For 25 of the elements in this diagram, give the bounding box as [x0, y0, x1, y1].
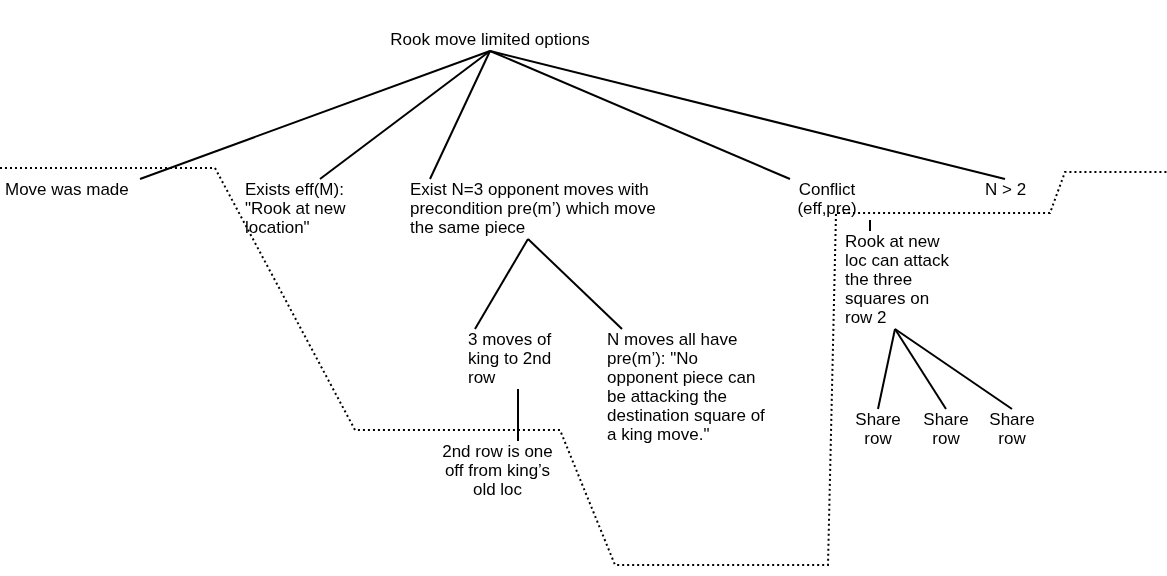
connector-line [474, 238, 529, 330]
connector-line [517, 388, 519, 442]
connector-line [527, 238, 623, 330]
connector-line [877, 328, 896, 410]
connector-line [489, 50, 791, 180]
node-text: 2nd row is one off from king’s old loc [441, 442, 554, 499]
node-text: Move was made [5, 180, 130, 199]
node-text: Conflict (eff,pre) [796, 180, 858, 218]
node-text: Exist N=3 opponent moves with precondition pre(m’) which move the same piece [410, 180, 657, 237]
connector-line [894, 328, 1013, 410]
connector-line [319, 50, 491, 180]
connector-line [489, 50, 1006, 180]
connector-line [869, 219, 871, 232]
node-text: 3 moves of king to 2nd row [468, 330, 553, 387]
node-text: Rook at new loc can attack the three squares on row 2 [845, 232, 950, 327]
node-text: Share row [854, 410, 902, 448]
connector-line [429, 50, 491, 180]
connector-line [894, 328, 947, 410]
node-text: Rook move limited options [389, 30, 591, 49]
node-text: Exists eff(M): "Rook at new location" [245, 180, 347, 237]
node-text: Share row [922, 410, 970, 448]
node-text: N > 2 [985, 180, 1028, 199]
node-text: N moves all have pre(m’): "No opponent piece can be attacking the destination square of a king move." [607, 330, 766, 444]
node-text: Share row [988, 410, 1036, 448]
connector-line [139, 50, 491, 180]
